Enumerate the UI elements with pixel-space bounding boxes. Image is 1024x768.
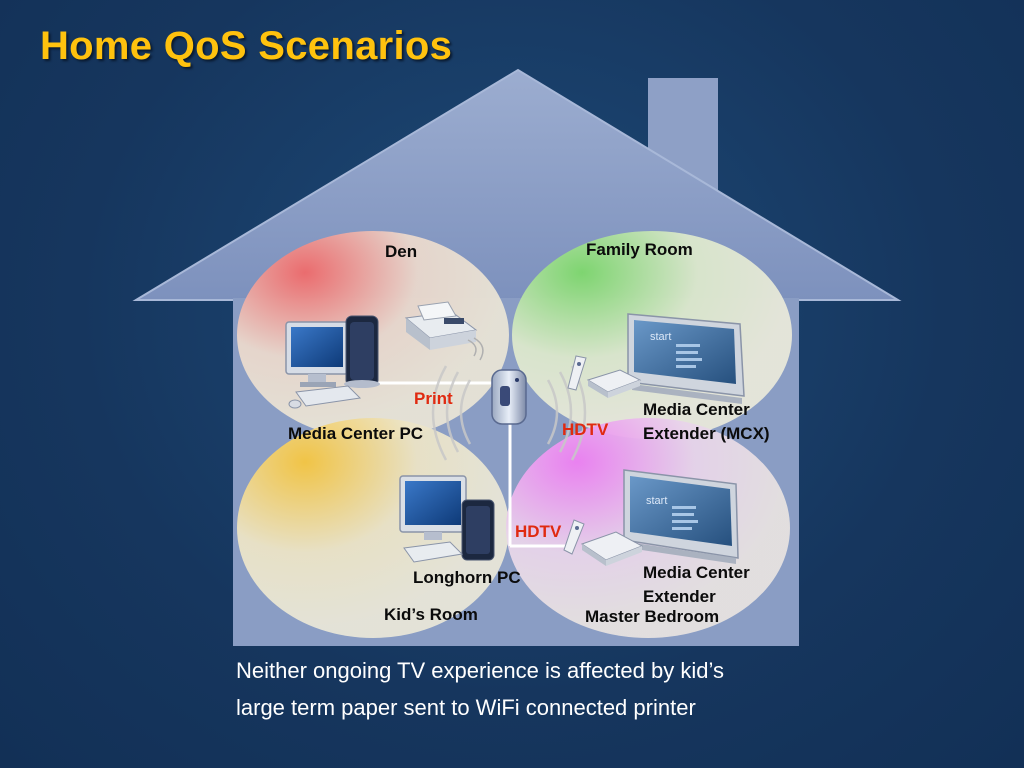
master-tv-icon: start [623,469,739,564]
caption: Neither ongoing TV experience is affecte… [236,652,876,726]
kids-room [237,418,509,638]
family-tv-icon: start [627,313,745,404]
caption-line-2: large term paper sent to WiFi connected … [236,695,696,720]
svg-text:start: start [650,331,671,343]
device-label-mce: Media Center Extender [643,561,750,609]
traffic-label-hdtv-master: HDTV [515,522,562,541]
device-label-mcx-line2: Extender (MCX) [643,424,770,443]
master-remote-icon [563,519,585,555]
device-label-mce-line1: Media Center [643,563,750,582]
traffic-label-print: Print [414,389,453,408]
family-remote-icon [567,355,587,391]
device-label-mcx: Media Center Extender (MCX) [643,398,770,446]
device-label-media-center-pc: Media Center PC [288,424,424,443]
longhorn-pc-icon [399,475,495,563]
roof [132,68,902,301]
room-label-kids-room: Kid’s Room [384,605,478,624]
svg-text:start: start [646,495,667,507]
page-title: Home QoS Scenarios [40,24,453,68]
family-extender-icon [586,369,642,398]
media-center-pc-icon [285,315,380,409]
caption-line-1: Neither ongoing TV experience is affecte… [236,658,724,683]
printer-icon [404,301,484,361]
access-point-icon [491,369,527,425]
room-label-family-room: Family Room [586,240,693,259]
device-label-mcx-line1: Media Center [643,400,750,419]
traffic-label-hdtv-family: HDTV [562,420,609,439]
master-extender-icon [580,531,644,566]
room-label-master-bedroom: Master Bedroom [585,607,720,626]
device-label-longhorn-pc: Longhorn PC [413,568,521,587]
wifi-waves [431,365,587,461]
room-label-den: Den [385,242,418,261]
device-label-mce-line2: Extender [643,587,716,606]
connection-lines [372,381,574,548]
